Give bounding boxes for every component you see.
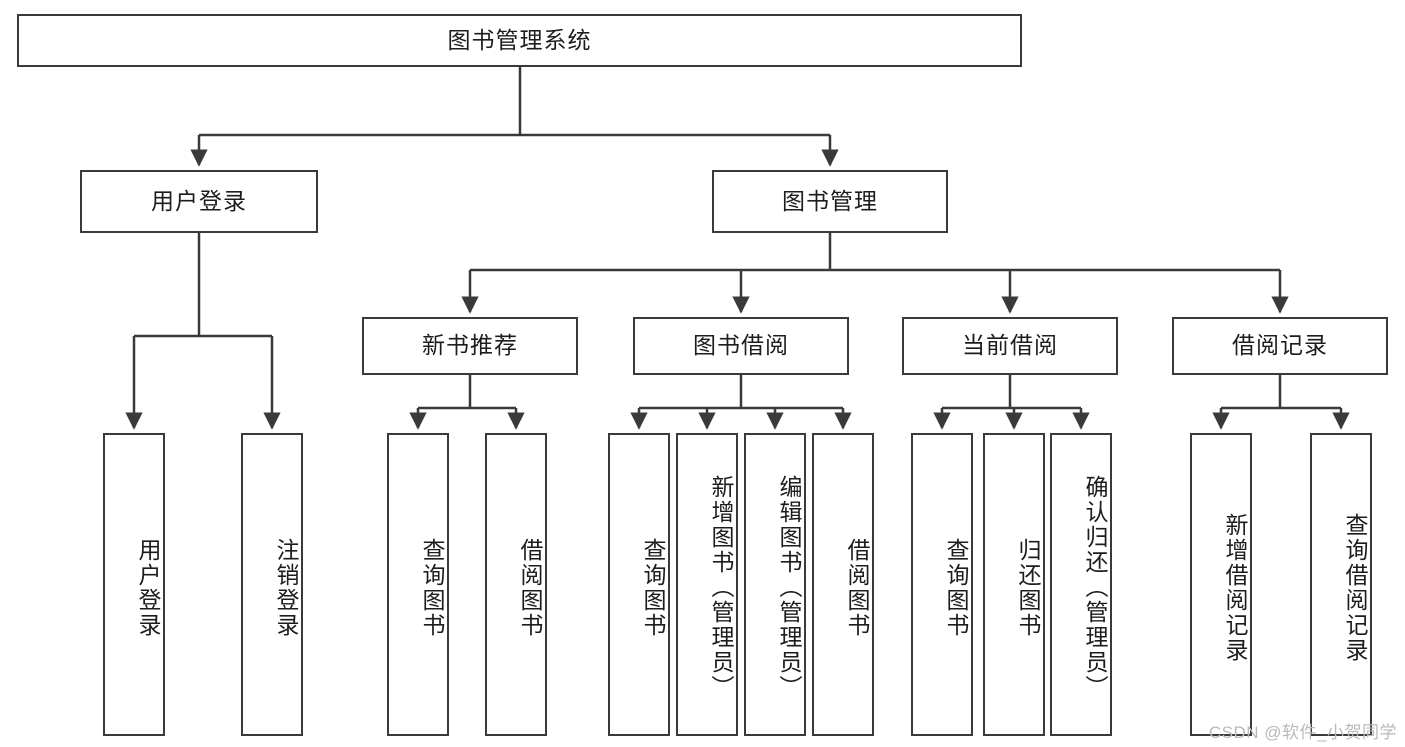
node-leaf-query-book-1[interactable]: 查询图书 — [387, 433, 449, 736]
node-leaf-add-borrow-record-label: 新增借阅记录 — [1222, 512, 1248, 663]
node-leaf-query-book-3-label: 查询图书 — [943, 537, 969, 638]
node-leaf-logout[interactable]: 注销登录 — [241, 433, 303, 736]
node-book-management-label: 图书管理 — [782, 187, 878, 214]
node-borrow-record[interactable]: 借阅记录 — [1172, 317, 1388, 375]
node-root-label: 图书管理系统 — [447, 26, 592, 53]
node-leaf-add-borrow-record[interactable]: 新增借阅记录 — [1190, 433, 1252, 736]
node-leaf-query-book-1-label: 查询图书 — [419, 537, 445, 638]
node-leaf-return-book[interactable]: 归还图书 — [983, 433, 1045, 736]
node-book-borrow-label: 图书借阅 — [693, 332, 789, 359]
node-leaf-add-book[interactable]: 新增图书（管理员） — [676, 433, 738, 736]
node-new-book-recommend-label: 新书推荐 — [422, 332, 518, 359]
node-book-management[interactable]: 图书管理 — [712, 170, 948, 233]
node-user-login[interactable]: 用户登录 — [80, 170, 318, 233]
node-leaf-logout-label: 注销登录 — [273, 537, 299, 638]
node-leaf-query-book-2[interactable]: 查询图书 — [608, 433, 670, 736]
node-leaf-user-login-label: 用户登录 — [135, 537, 161, 638]
node-current-borrow[interactable]: 当前借阅 — [902, 317, 1118, 375]
node-leaf-borrow-book-2-label: 借阅图书 — [844, 537, 870, 638]
node-new-book-recommend[interactable]: 新书推荐 — [362, 317, 578, 375]
node-book-borrow[interactable]: 图书借阅 — [633, 317, 849, 375]
node-user-login-label: 用户登录 — [151, 187, 247, 214]
node-leaf-confirm-return-label: 确认归还（管理员） — [1082, 475, 1108, 700]
node-current-borrow-label: 当前借阅 — [962, 332, 1058, 359]
node-leaf-add-book-label: 新增图书（管理员） — [708, 475, 734, 700]
node-leaf-borrow-book-1-label: 借阅图书 — [517, 537, 543, 638]
node-leaf-query-book-2-label: 查询图书 — [640, 537, 666, 638]
node-leaf-confirm-return[interactable]: 确认归还（管理员） — [1050, 433, 1112, 736]
node-leaf-query-book-3[interactable]: 查询图书 — [911, 433, 973, 736]
csdn-watermark: CSDN @软件_小贺同学 — [1208, 723, 1397, 742]
node-borrow-record-label: 借阅记录 — [1232, 332, 1328, 359]
node-leaf-query-borrow-record-label: 查询借阅记录 — [1342, 512, 1368, 663]
node-leaf-borrow-book-2[interactable]: 借阅图书 — [812, 433, 874, 736]
node-leaf-return-book-label: 归还图书 — [1015, 537, 1041, 638]
node-leaf-user-login[interactable]: 用户登录 — [103, 433, 165, 736]
node-leaf-borrow-book-1[interactable]: 借阅图书 — [485, 433, 547, 736]
node-leaf-edit-book[interactable]: 编辑图书（管理员） — [744, 433, 806, 736]
node-root[interactable]: 图书管理系统 — [17, 14, 1022, 67]
node-leaf-query-borrow-record[interactable]: 查询借阅记录 — [1310, 433, 1372, 736]
node-leaf-edit-book-label: 编辑图书（管理员） — [776, 475, 802, 700]
